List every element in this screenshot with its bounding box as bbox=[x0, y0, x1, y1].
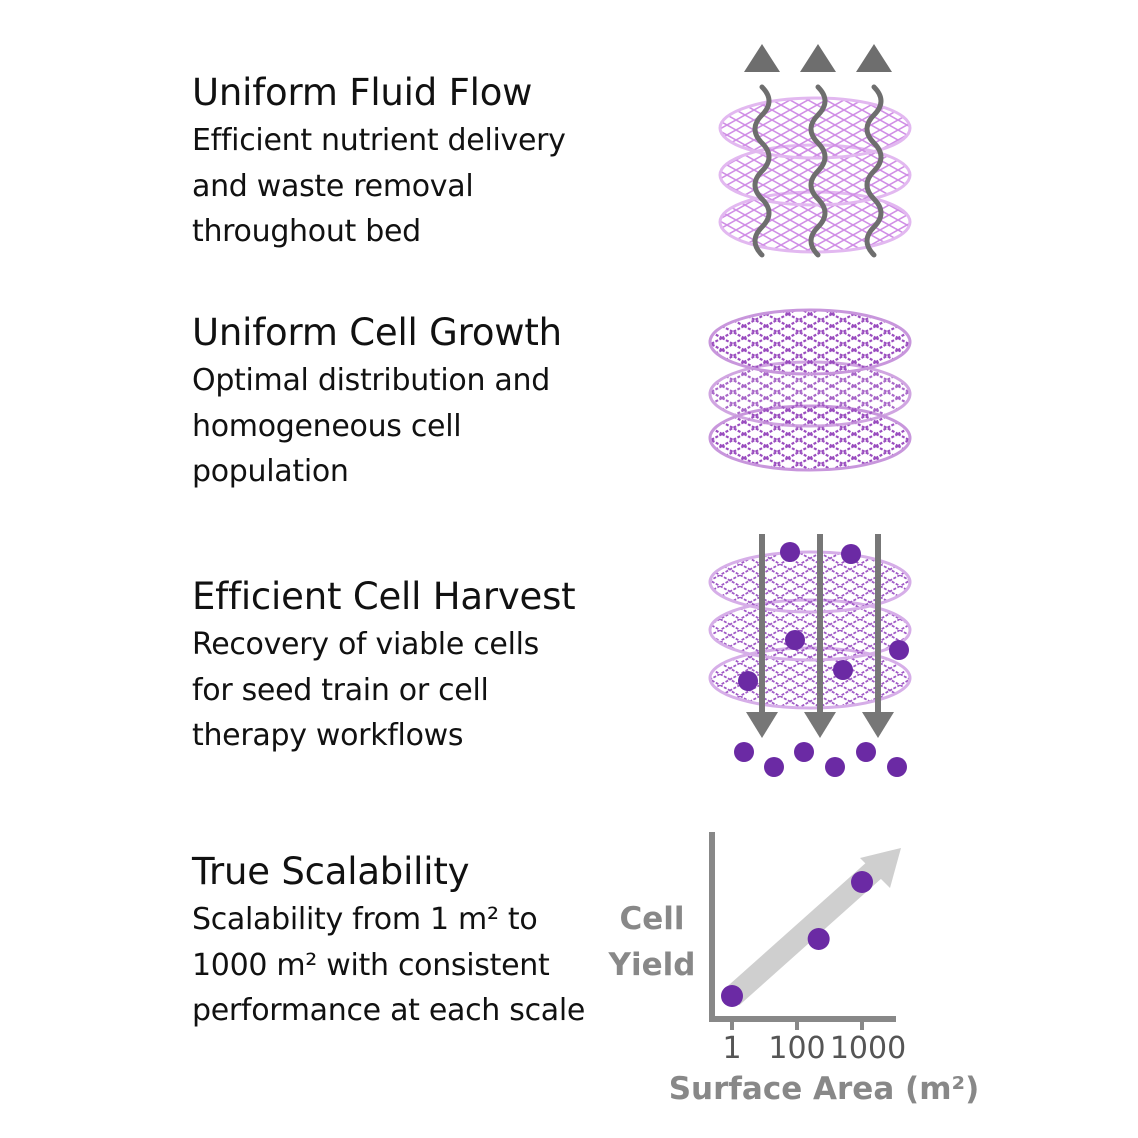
fluid-flow-illustration bbox=[718, 44, 912, 258]
cell-dot bbox=[889, 640, 909, 660]
harvest-arrows bbox=[759, 534, 881, 718]
data-point bbox=[807, 928, 830, 950]
section-description: Optimal distribution and homogeneous cel… bbox=[192, 363, 550, 489]
arrow-head-up-icon bbox=[800, 44, 836, 72]
mesh-disc-stack bbox=[708, 308, 912, 472]
cell-dot bbox=[794, 742, 814, 762]
data-points bbox=[721, 871, 873, 1007]
cell-dot bbox=[825, 757, 845, 777]
section-true-scalability: True Scalability Scalability from 1 m² t… bbox=[192, 849, 622, 1034]
flow-arrows bbox=[752, 84, 884, 258]
cell-dot bbox=[764, 757, 784, 777]
cell-harvest-illustration bbox=[708, 534, 912, 777]
section-title: Uniform Cell Growth bbox=[192, 311, 562, 354]
x-tick-label: 1 bbox=[722, 1031, 741, 1066]
arrow-head-up-icon bbox=[744, 44, 780, 72]
x-axis-label: Surface Area (m²) bbox=[669, 1071, 980, 1107]
trend-arrow-head-icon bbox=[860, 848, 901, 888]
wavy-arrow bbox=[864, 84, 884, 258]
y-axis-label: Cell Yield bbox=[608, 901, 696, 983]
mesh-disc bbox=[718, 96, 912, 160]
section-uniform-fluid-flow: Uniform Fluid Flow Efficient nutrient de… bbox=[192, 70, 622, 255]
cell-dot bbox=[738, 671, 758, 691]
data-point bbox=[721, 985, 743, 1007]
arrow-heads bbox=[746, 712, 894, 738]
section-efficient-cell-harvest: Efficient Cell Harvest Recovery of viabl… bbox=[192, 574, 622, 759]
x-tick-label: 1000 bbox=[830, 1031, 906, 1066]
cell-dot bbox=[734, 742, 754, 762]
x-ticks bbox=[730, 1019, 864, 1030]
mesh-disc bbox=[708, 308, 912, 376]
wavy-arrow bbox=[808, 84, 828, 258]
cell-growth-illustration bbox=[708, 308, 912, 472]
trend-band bbox=[724, 848, 901, 1006]
arrow-head-down-icon bbox=[746, 712, 778, 738]
cell-dot bbox=[841, 544, 861, 564]
cell-dot bbox=[833, 660, 853, 680]
wavy-arrow bbox=[752, 84, 772, 258]
cell-dot bbox=[780, 542, 800, 562]
section-uniform-cell-growth: Uniform Cell Growth Optimal distribution… bbox=[192, 310, 622, 495]
cell-dot bbox=[887, 757, 907, 777]
x-tick-label: 100 bbox=[768, 1031, 825, 1066]
section-title: Efficient Cell Harvest bbox=[192, 575, 576, 618]
section-title: True Scalability bbox=[192, 850, 470, 893]
cell-dot bbox=[856, 742, 876, 762]
data-point bbox=[851, 871, 873, 893]
section-description: Scalability from 1 m² to 1000 m² with co… bbox=[192, 902, 586, 1028]
arrow-head-down-icon bbox=[862, 712, 894, 738]
section-description: Recovery of viable cells for seed train … bbox=[192, 627, 539, 753]
section-title: Uniform Fluid Flow bbox=[192, 71, 533, 114]
cells bbox=[734, 542, 909, 777]
cell-dot bbox=[785, 630, 805, 650]
arrow-head-down-icon bbox=[804, 712, 836, 738]
arrow-head-up-icon bbox=[856, 44, 892, 72]
arrow-heads bbox=[744, 44, 892, 72]
section-description: Efficient nutrient delivery and waste re… bbox=[192, 123, 566, 249]
scalability-chart: 1 100 1000 Surface Area (m²) Cell Yield bbox=[608, 832, 980, 1107]
y-axis-label-line: Cell bbox=[619, 901, 684, 937]
y-axis-label-line: Yield bbox=[608, 947, 696, 983]
axes bbox=[709, 832, 896, 1022]
x-tick-labels: 1 100 1000 bbox=[722, 1031, 906, 1066]
